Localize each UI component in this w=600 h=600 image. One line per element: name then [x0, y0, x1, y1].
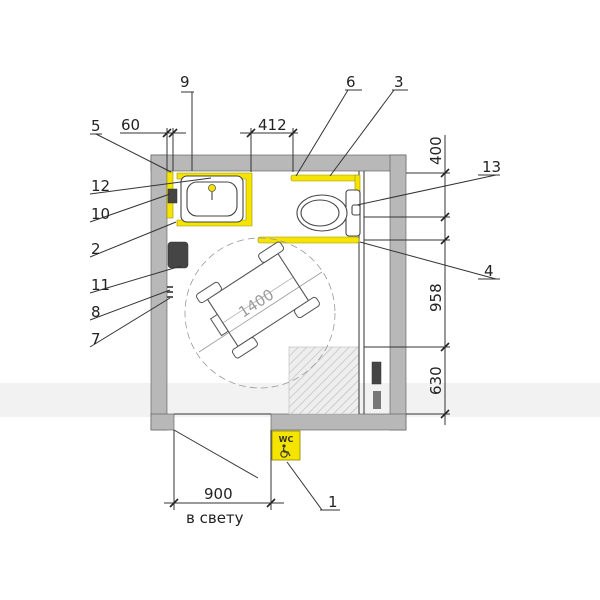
toilet [296, 189, 361, 237]
wheelchair-icon [196, 241, 320, 359]
wall-device-1 [371, 361, 382, 385]
dim-400: 400 [427, 136, 445, 165]
leader-1 [286, 461, 323, 511]
tick-r1 [440, 168, 450, 178]
toilet-bowl [300, 199, 340, 227]
callout-13: 13 [482, 158, 501, 176]
leader-11 [89, 265, 182, 294]
wc-sign: WC [271, 430, 301, 461]
leader-3 [329, 89, 395, 177]
faucet-icon [208, 184, 216, 192]
leader-4 [359, 241, 497, 280]
transfer-zone [288, 346, 360, 415]
turning-circle [184, 237, 336, 389]
bottom-wall-left [150, 413, 175, 431]
walls [150, 154, 407, 431]
dim-60-tick2 [168, 128, 178, 138]
dimension-lines [120, 128, 450, 510]
dim-630: 630 [427, 366, 445, 395]
callout-2: 2 [91, 240, 101, 258]
callout-5: 5 [91, 117, 101, 135]
dim-958: 958 [427, 283, 445, 312]
leader-8 [89, 289, 171, 321]
flush-button [351, 204, 361, 216]
callout-12: 12 [91, 177, 110, 195]
toilet-top-grab-bar [290, 174, 357, 182]
mirror-device [167, 188, 178, 204]
tick-r5 [440, 409, 450, 419]
hand-dryer [167, 241, 189, 269]
dim-412: 412 [258, 116, 287, 134]
dim-clear: в свету [186, 509, 244, 527]
door-swing-line [173, 429, 259, 479]
hooks [167, 286, 173, 298]
leader-7 [89, 297, 171, 348]
tick-r4 [440, 342, 450, 352]
tick-r2 [440, 212, 450, 222]
dim-412-tick2 [288, 128, 298, 138]
wall-device-2 [373, 391, 381, 409]
callout-1: 1 [328, 493, 338, 511]
callout-8: 8 [91, 303, 101, 321]
tick-b2 [266, 498, 276, 508]
leader-6 [295, 89, 349, 177]
leader-10 [89, 193, 171, 223]
dim-900: 900 [204, 485, 233, 503]
dim-412-tick1 [246, 128, 256, 138]
callout-11: 11 [91, 276, 110, 294]
callout-10: 10 [91, 205, 110, 223]
callout-4: 4 [484, 262, 494, 280]
washbasin [176, 172, 253, 227]
leader-5 [95, 133, 172, 173]
callout-9: 9 [180, 73, 190, 91]
tick-r3 [440, 235, 450, 245]
wheelchair-sign-icon [280, 444, 291, 458]
wc-sign-text: WC [279, 435, 294, 444]
tick-b1 [169, 498, 179, 508]
dim-60: 60 [121, 116, 140, 134]
callout-7: 7 [91, 330, 101, 348]
leader-12 [89, 177, 212, 195]
leader-13 [356, 174, 497, 206]
turning-dimension: 1400 [235, 285, 277, 321]
dim-60-tick1 [162, 128, 172, 138]
top-wall [150, 154, 407, 172]
toilet-fold-grab-bar [257, 236, 360, 244]
leader-2 [89, 221, 177, 258]
turning-diameter-line [198, 271, 323, 353]
callout-3: 3 [394, 73, 404, 91]
bottom-wall-right [270, 413, 407, 431]
callout-6: 6 [346, 73, 356, 91]
leader-lines [89, 89, 500, 511]
